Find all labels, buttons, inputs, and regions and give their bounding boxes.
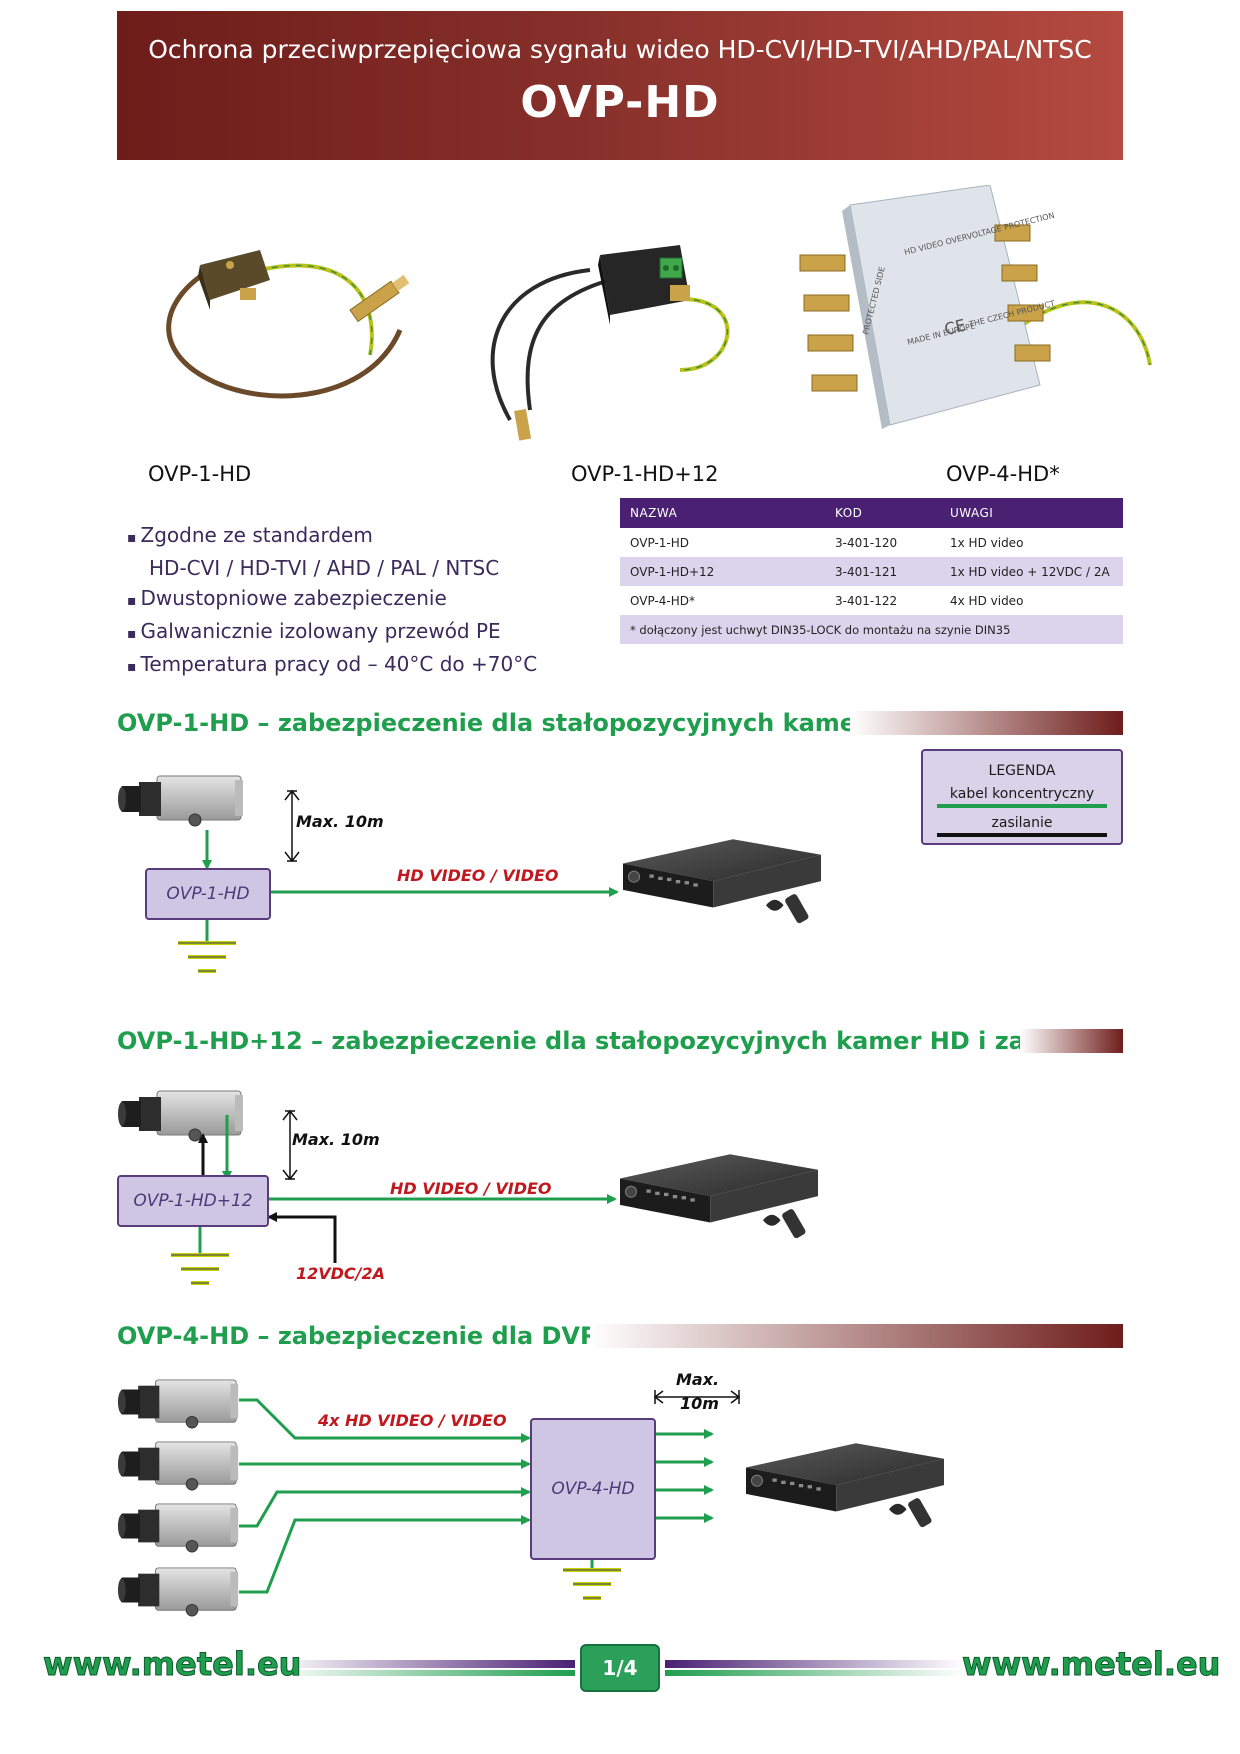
table-cell: OVP-4-HD* xyxy=(620,586,825,615)
ovp-1-hd-12-box: OVP-1-HD+12 xyxy=(117,1175,269,1227)
page-header: Ochrona przeciwprzepięciowa sygnału wide… xyxy=(117,11,1123,160)
ground-icon xyxy=(169,1225,231,1285)
camera-icon xyxy=(117,775,244,827)
legend-power-line xyxy=(937,833,1107,837)
footer-line-left-green xyxy=(275,1670,575,1676)
max-distance-label: Max. 10m xyxy=(292,1130,380,1149)
product-label-1: OVP-1-HD xyxy=(148,462,252,486)
table-cell: 1x HD video + 12VDC / 2A xyxy=(940,557,1123,586)
footer-url-right[interactable]: www.metel.eu xyxy=(961,1645,1221,1684)
diagram-ovp-1-hd-12 xyxy=(117,1090,819,1285)
page-number: 1/4 xyxy=(580,1644,660,1692)
feature-item: Dwustopniowe zabezpieczenie xyxy=(127,583,537,616)
table-note: * dołączony jest uchwyt DIN35-LOCK do mo… xyxy=(620,615,1123,644)
legend-title: LEGENDA xyxy=(988,763,1056,779)
section-bar xyxy=(590,1324,1123,1348)
video-label: HD VIDEO / VIDEO xyxy=(397,866,559,885)
product-photo-ovp-1-hd-plus-12 xyxy=(490,245,730,441)
table-header-row: NAZWA KOD UWAGI xyxy=(620,498,1123,528)
ovp-1-hd-box: OVP-1-HD xyxy=(145,868,271,920)
camera-icon xyxy=(117,1379,239,1429)
section-title-ovp-4-hd: OVP-4-HD – zabezpieczenie dla DVR xyxy=(117,1322,599,1350)
table-cell: 3-401-121 xyxy=(825,557,940,586)
footer-url-left[interactable]: www.metel.eu xyxy=(42,1645,302,1684)
table-header: KOD xyxy=(825,498,940,528)
header-title: OVP-HD xyxy=(520,77,720,128)
footer-line-right xyxy=(665,1660,965,1668)
feature-list: Zgodne ze standardem HD-CVI / HD-TVI / A… xyxy=(127,520,538,682)
table-cell: OVP-1-HD+12 xyxy=(620,557,825,586)
table-cell: 3-401-122 xyxy=(825,586,940,615)
table-row: OVP-1-HD+12 3-401-121 1x HD video + 12VD… xyxy=(620,557,1123,586)
table-header: UWAGI xyxy=(940,498,1123,528)
ovp-4-hd-box: OVP-4-HD xyxy=(530,1418,656,1560)
video-label: HD VIDEO / VIDEO xyxy=(390,1179,552,1198)
table-cell: 3-401-120 xyxy=(825,528,940,557)
legend-power-label: zasilanie xyxy=(991,815,1053,831)
product-label-2: OVP-1-HD+12 xyxy=(571,462,719,486)
max-label-line2: 10m xyxy=(680,1394,719,1413)
ground-icon xyxy=(176,913,238,973)
legend-box: LEGENDA kabel koncentryczny zasilanie xyxy=(921,749,1123,845)
section-bar xyxy=(1020,1029,1123,1053)
power-label: 12VDC/2A xyxy=(296,1264,386,1283)
spec-table: NAZWA KOD UWAGI OVP-1-HD 3-401-120 1x HD… xyxy=(620,498,1123,644)
feature-item: Galwanicznie izolowany przewód PE xyxy=(127,616,537,649)
table-header: NAZWA xyxy=(620,498,825,528)
camera-icon xyxy=(117,1567,239,1617)
table-cell: OVP-1-HD xyxy=(620,528,825,557)
product-photo-ovp-4-hd: HD VIDEO OVERVOLTAGE PROTECTION PROTECTE… xyxy=(799,185,1152,429)
table-note-row: * dołączony jest uchwyt DIN35-LOCK do mo… xyxy=(620,615,1123,644)
table-row: OVP-4-HD* 3-401-122 4x HD video xyxy=(620,586,1123,615)
feature-item: Temperatura pracy od – 40°C do +70°C xyxy=(127,649,538,682)
product-photo-ovp-1-hd xyxy=(166,250,410,399)
max-distance-label: Max. 10m xyxy=(296,812,384,831)
max-label-line1: Max. xyxy=(676,1370,720,1389)
footer-line-right-green xyxy=(665,1670,965,1676)
table-cell: 1x HD video xyxy=(940,528,1123,557)
header-subtitle: Ochrona przeciwprzepięciowa sygnału wide… xyxy=(148,35,1092,64)
max-distance-label: Max. xyxy=(676,1370,720,1389)
feature-item: Zgodne ze standardem xyxy=(127,520,537,553)
legend-coax-line xyxy=(937,804,1107,808)
footer-line-left xyxy=(275,1660,575,1668)
device-ce-mark: CE xyxy=(942,315,967,339)
section-title-ovp-1-hd-12: OVP-1-HD+12 – zabezpieczenie dla stałopo… xyxy=(117,1027,1114,1055)
product-label-3: OVP-4-HD* xyxy=(946,462,1060,486)
section-bar xyxy=(850,711,1123,735)
dvr-icon xyxy=(622,838,822,925)
video-4x-label: 4x HD VIDEO / VIDEO xyxy=(318,1411,507,1430)
dvr-icon xyxy=(745,1442,945,1529)
camera-icon xyxy=(117,1090,244,1142)
feature-item-standards: HD-CVI / HD-TVI / AHD / PAL / NTSC xyxy=(149,556,500,580)
section-title-ovp-1-hd: OVP-1-HD – zabezpieczenie dla stałopozyc… xyxy=(117,709,917,737)
legend-coax-label: kabel koncentryczny xyxy=(949,786,1095,802)
diagram-ovp-1-hd xyxy=(117,775,822,973)
table-cell: 4x HD video xyxy=(940,586,1123,615)
camera-icon xyxy=(117,1503,239,1553)
diagram-ovp-4-hd xyxy=(117,1379,945,1617)
camera-icon xyxy=(117,1441,239,1491)
dvr-icon xyxy=(619,1153,819,1240)
table-row: OVP-1-HD 3-401-120 1x HD video xyxy=(620,528,1123,557)
